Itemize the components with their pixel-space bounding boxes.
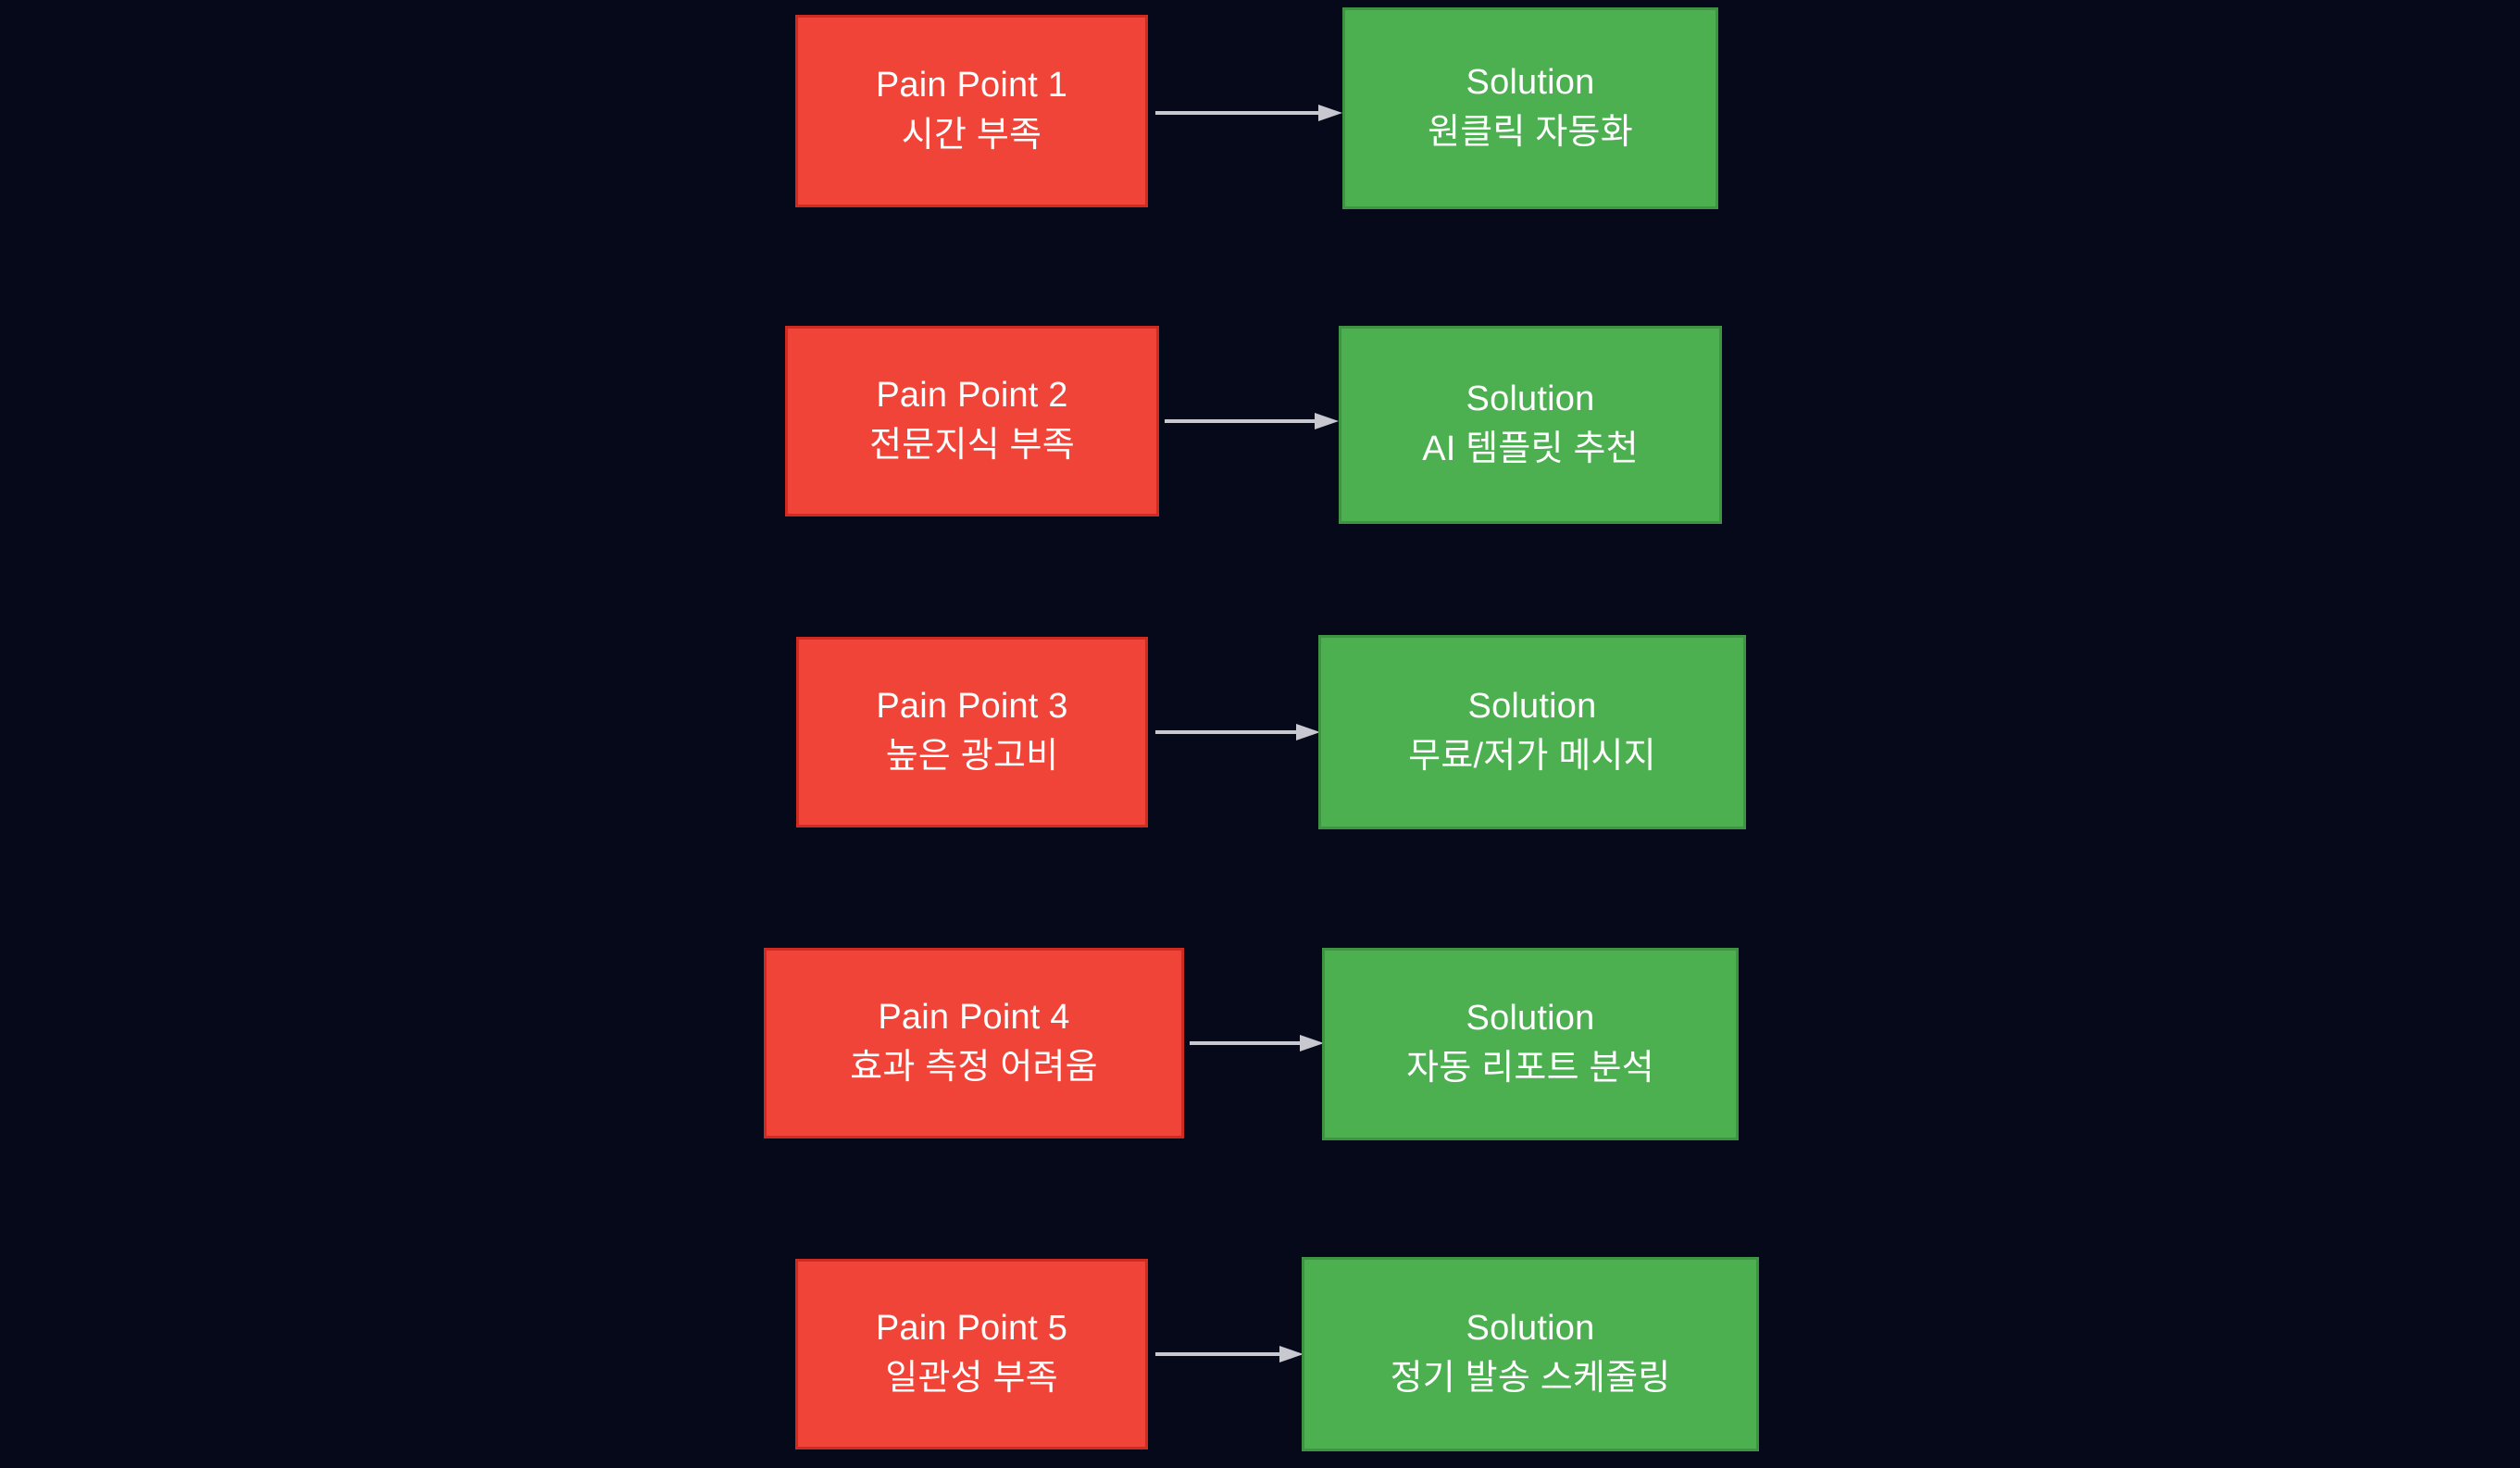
flow-arrow xyxy=(1165,410,1339,432)
node-title: Pain Point 1 xyxy=(875,66,1068,106)
node-detail: AI 템플릿 추천 xyxy=(1422,429,1639,468)
node-detail: 정기 발송 스케줄링 xyxy=(1390,1359,1671,1398)
pain-point-node[interactable]: Pain Point 5 일관성 부족 xyxy=(795,1259,1148,1449)
solution-node[interactable]: Solution 자동 리포트 분석 xyxy=(1322,948,1739,1140)
node-detail: 원클릭 자동화 xyxy=(1428,113,1633,152)
flow-arrow xyxy=(1190,1032,1324,1054)
solution-node[interactable]: Solution 원클릭 자동화 xyxy=(1342,7,1718,209)
node-title: Solution xyxy=(1467,687,1597,727)
node-detail: 일관성 부족 xyxy=(885,1359,1058,1398)
node-title: Solution xyxy=(1466,63,1595,103)
pain-point-node[interactable]: Pain Point 1 시간 부족 xyxy=(795,15,1148,207)
solution-node[interactable]: Solution AI 템플릿 추천 xyxy=(1339,326,1722,524)
node-detail: 자동 리포트 분석 xyxy=(1406,1049,1654,1088)
node-detail: 시간 부족 xyxy=(901,116,1042,155)
solution-node[interactable]: Solution 무료/저가 메시지 xyxy=(1318,635,1746,829)
node-detail: 높은 광고비 xyxy=(885,737,1059,776)
node-detail: 무료/저가 메시지 xyxy=(1408,737,1656,776)
node-detail: 전문지식 부족 xyxy=(869,426,1075,465)
solution-node[interactable]: Solution 정기 발송 스케줄링 xyxy=(1302,1257,1759,1451)
node-title: Solution xyxy=(1466,379,1595,419)
node-detail: 효과 측정 어려움 xyxy=(850,1048,1098,1087)
flow-arrow xyxy=(1155,102,1342,124)
node-title: Solution xyxy=(1466,999,1595,1039)
node-title: Pain Point 4 xyxy=(878,998,1070,1038)
node-title: Solution xyxy=(1466,1309,1595,1349)
node-title: Pain Point 2 xyxy=(876,376,1068,416)
flow-arrow xyxy=(1155,721,1320,743)
pain-point-node[interactable]: Pain Point 2 전문지식 부족 xyxy=(785,326,1159,516)
flow-arrow xyxy=(1155,1343,1304,1365)
node-title: Pain Point 3 xyxy=(876,687,1068,727)
pain-point-node[interactable]: Pain Point 3 높은 광고비 xyxy=(796,637,1148,827)
node-title: Pain Point 5 xyxy=(875,1309,1068,1349)
pain-point-node[interactable]: Pain Point 4 효과 측정 어려움 xyxy=(764,948,1184,1138)
